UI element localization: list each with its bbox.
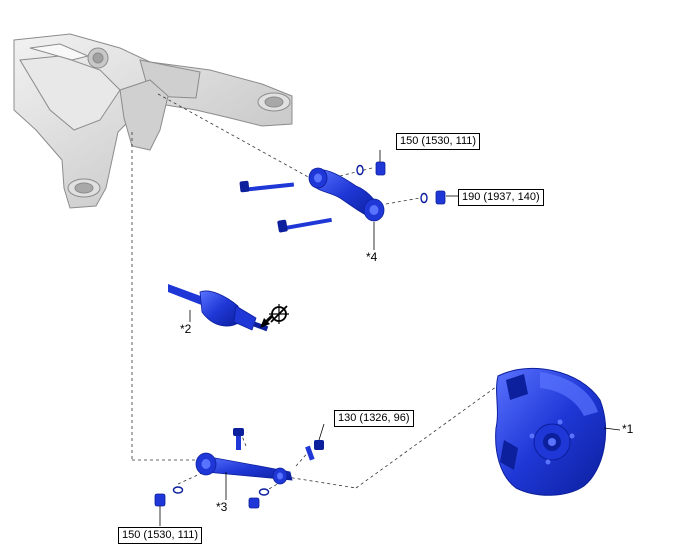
callout-lower-arm: *3 xyxy=(216,500,228,514)
drive-shaft xyxy=(168,284,269,332)
callout-drive-shaft: *2 xyxy=(180,322,192,336)
lower-outer-bolt xyxy=(305,423,325,461)
callout-knuckle: *1 xyxy=(622,422,634,436)
subframe xyxy=(13,33,293,209)
upper-washer-nut-1 xyxy=(356,150,386,176)
torque-lower-nut: 150 (1530, 111) xyxy=(118,527,203,544)
upper-front-bolt xyxy=(239,180,295,193)
callout-upper-arm: *4 xyxy=(366,250,378,264)
lower-arm xyxy=(195,452,293,500)
upper-rear-bolt xyxy=(277,217,332,233)
steering-knuckle xyxy=(495,367,621,496)
upper-arm xyxy=(308,167,385,250)
no-reuse-icon xyxy=(260,304,289,328)
torque-upper-bolt: 190 (1937, 140) xyxy=(458,189,544,206)
upper-washer-nut-2 xyxy=(420,190,458,205)
lower-washer-nut-2 xyxy=(248,488,270,509)
torque-upper-nut: 150 (1530, 111) xyxy=(396,133,481,150)
lower-inner-bolt xyxy=(233,428,244,450)
torque-lower-bolt: 130 (1326, 96) xyxy=(334,410,414,427)
lower-washer-nut-1 xyxy=(154,486,184,526)
